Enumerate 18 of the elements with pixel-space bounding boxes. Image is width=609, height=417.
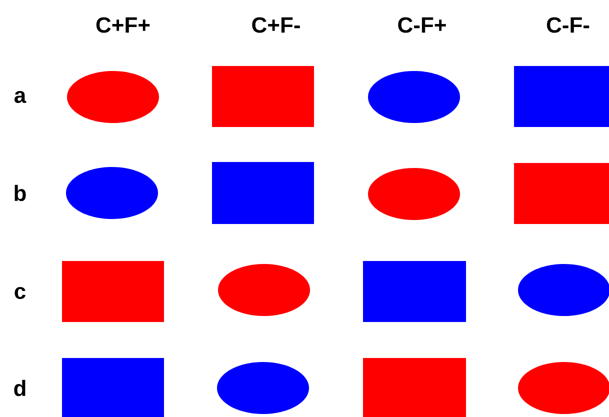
row-label: c <box>14 286 26 300</box>
ellipse-shape <box>217 362 309 414</box>
rectangle-shape <box>363 261 466 322</box>
rectangle-shape <box>212 66 314 127</box>
ellipse-shape <box>67 71 159 123</box>
row-label: b <box>14 184 26 202</box>
column-header: C-F- <box>546 17 590 33</box>
row-label: d <box>14 380 26 396</box>
ellipse-shape <box>66 167 158 219</box>
ellipse-shape <box>368 71 460 123</box>
row-label: a <box>14 90 26 104</box>
column-header: C-F+ <box>398 17 446 33</box>
ellipse-shape <box>218 264 310 316</box>
rectangle-shape <box>212 162 314 224</box>
ellipse-shape <box>368 168 460 220</box>
rectangle-shape <box>62 261 164 322</box>
column-header: C+F- <box>252 17 300 33</box>
column-header: C+F+ <box>96 17 150 33</box>
